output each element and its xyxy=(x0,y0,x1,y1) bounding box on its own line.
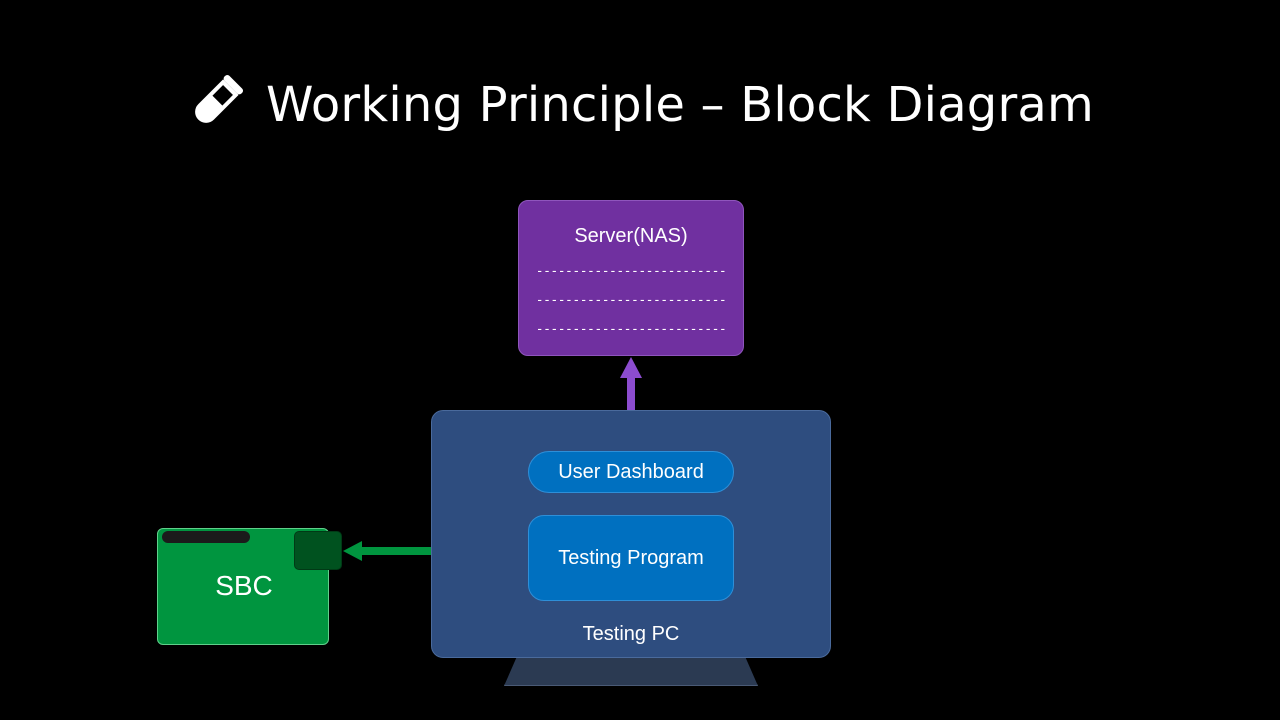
sbc-label: SBC xyxy=(215,570,273,601)
pc-stand xyxy=(504,657,758,686)
sbc-port xyxy=(294,531,342,570)
page-title: Working Principle – Block Diagram xyxy=(266,76,1094,133)
sbc-slot xyxy=(162,531,250,543)
user-dashboard-box: User Dashboard xyxy=(528,451,734,493)
slide-title: Working Principle – Block Diagram xyxy=(0,72,1280,137)
server-line-3: -------------------------- xyxy=(535,322,727,337)
server-line-1: -------------------------- xyxy=(535,264,727,279)
server-label: Server(NAS) xyxy=(574,225,688,247)
server-line-2: -------------------------- xyxy=(535,293,727,308)
testing-program-box: Testing Program xyxy=(528,515,734,601)
server-nas-box: Server(NAS) -------------------------- -… xyxy=(518,200,744,356)
testing-pc-label: Testing PC xyxy=(582,623,680,645)
test-tube-icon xyxy=(186,72,246,137)
